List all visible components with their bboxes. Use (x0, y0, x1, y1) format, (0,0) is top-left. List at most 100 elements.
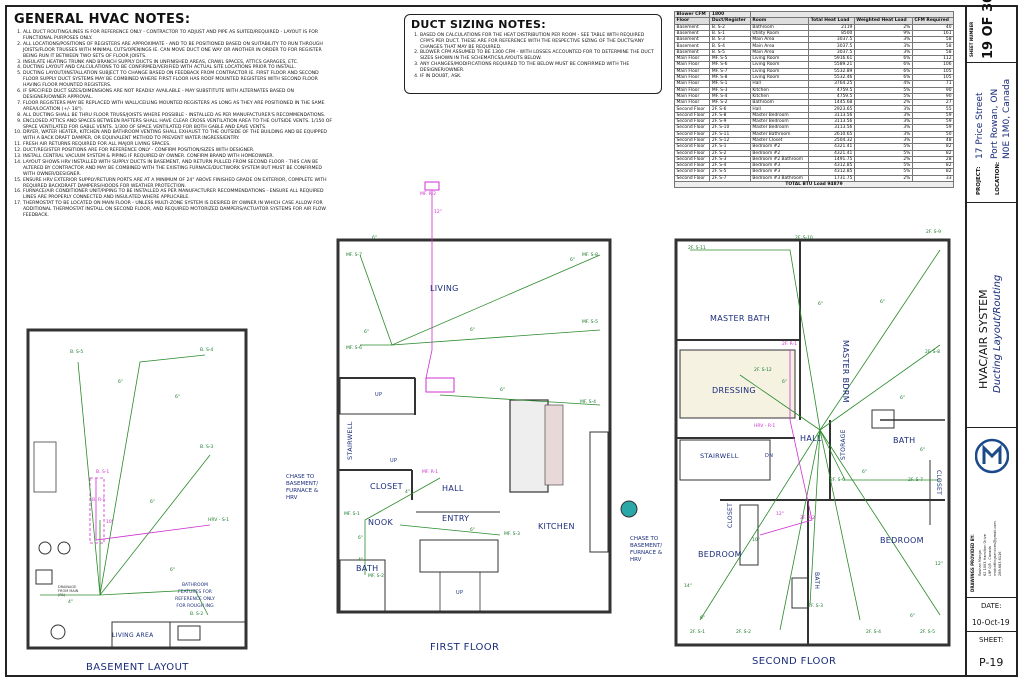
table-cell: Master Bedroom (749, 118, 810, 126)
note-item: ANY CHANGES/MODIFICATIONS REQUIRED TO TH… (420, 62, 655, 74)
size-label: 4" (358, 558, 363, 563)
register-label: 2F. R-1 (782, 342, 798, 347)
size-label: 6" (372, 236, 377, 241)
location-label: LOCATION: (995, 161, 1001, 195)
register-label: 2F. S-9 (926, 230, 941, 235)
size-label: 14" (684, 584, 692, 589)
basement-ducts (40, 354, 211, 616)
note-item: FRESH AIR RETURNS REQUIRED FOR ALL MAJOR… (23, 142, 334, 148)
size-label: 6" (118, 380, 123, 385)
general-notes-title: GENERAL HVAC NOTES: (14, 12, 191, 27)
location-value-2: N0E 1M0, Canada (1002, 78, 1012, 159)
table-cell: MF. S-8 (709, 73, 751, 82)
size-label: 12" (434, 210, 442, 215)
register-label: MF. S-4 (580, 400, 596, 405)
register-label: 2F. S-1 (690, 630, 705, 635)
table-cell: 2F. S-9 (709, 118, 751, 126)
size-label: 10" (106, 520, 114, 525)
system-title: HVAC/AIR SYSTEM (977, 289, 990, 389)
size-label: 12" (776, 512, 784, 517)
basement-room-living: LIVING AREA (112, 632, 154, 639)
note-item: FURNACE/AIR CONDITIONER UNIT/PIPING TO B… (23, 189, 334, 201)
duct-notes-list: BASED ON CALCULATIONS FOR THE HEAT DISTR… (411, 33, 655, 79)
note-item: ENCLOSED ATTICS AND SPACES BETWEEN RAFTE… (23, 119, 334, 131)
register-label: 2F. S-7 (908, 478, 923, 483)
register-label: 2F. S-8 (925, 350, 940, 355)
table-cell: MF. S-1 (709, 80, 751, 88)
basement-caption: BASEMENT LAYOUT (86, 662, 189, 673)
register-label: 2F. S-4 (866, 630, 881, 635)
table-cell: 105 (911, 67, 955, 75)
sf-room-hall: HALL (800, 434, 822, 443)
table-cell: Kitchen (749, 86, 810, 94)
note-item: BASED ON CALCULATIONS FOR THE HEAT DISTR… (420, 33, 655, 50)
note-item: ENSURE HRV EXTERIOR SUPPLY/RETURN PORTS … (23, 178, 334, 190)
register-label: B. S-4 (200, 348, 214, 353)
table-cell: 90 (911, 92, 955, 101)
title-block: SHEET NUMBER 19 OF 30 PROJECT: 17 Price … (965, 0, 1018, 677)
blower-cfm-value: 1800 (709, 10, 751, 19)
register-label: B. S-5 (70, 350, 84, 355)
ff-room-kitchen: KITCHEN (538, 522, 575, 531)
table-cell: Hall (749, 105, 810, 113)
table-cell: 27 (911, 99, 955, 107)
table-cell: Living Room (749, 67, 810, 75)
size-label: 6" (880, 300, 885, 305)
ff-room-nook: NOOK (368, 518, 394, 527)
sf-room-bedroom2: BEDROOM (880, 536, 924, 545)
note-item: DUCTING LAYOUT/INSTALLATION SUBJECT TO C… (23, 71, 334, 89)
size-label: 6" (470, 528, 475, 533)
note-item: THERMOSTAT TO BE LOCATED ON MAIN FLOOR -… (23, 201, 334, 219)
table-cell: 2F. S-6 (709, 105, 751, 113)
register-label: MF. S-7 (346, 253, 362, 258)
duct-sizing-notes-box: DUCT SIZING NOTES: BASED ON CALCULATIONS… (404, 14, 662, 94)
note-item: INSTALL CENTRAL VACUUM SYSTEM & PIPING I… (23, 154, 334, 160)
ff-room-bath: BATH (356, 564, 379, 573)
first-floor-plan (336, 238, 612, 614)
drawings-by-line: Roshan Manga (978, 550, 982, 576)
system-title-cell: HVAC/AIR SYSTEM Ducting Layout/Routing (967, 203, 1018, 428)
table-cell: Bathroom (749, 23, 810, 31)
table-cell: MF. S-4 (709, 92, 751, 101)
table-cell: 90 (911, 86, 955, 94)
size-label: 6" (920, 448, 925, 453)
register-label: MF. S-2 (368, 574, 384, 579)
table-cell: B. S-2 (709, 23, 751, 31)
sheet-number: 19 OF 30 (981, 0, 996, 59)
note-item: ALL LOCATIONS/POSITIONS OF REGISTERS ARE… (23, 42, 334, 60)
table-cell: MF. S-2 (709, 99, 751, 107)
drainage-note: DRAINAGE FROM MAIN (R1) (58, 585, 79, 597)
up-label: UP (456, 590, 464, 596)
size-label: 6" (700, 616, 705, 621)
size-label: 12" (935, 562, 943, 567)
second-floor-caption: SECOND FLOOR (752, 656, 837, 667)
project-cell: PROJECT: 17 Price Street LOCATION: Port … (967, 63, 1018, 203)
sheet-cell: SHEET: P-19 (967, 632, 1018, 677)
table-column-header: CFM Required (911, 17, 955, 25)
sf-room-dressing: DRESSING (712, 386, 756, 395)
note-item: LAYOUT SHOWS HRV INSTALLED WITH SUPPLY D… (23, 160, 334, 178)
register-label: MF. S-6 (346, 346, 362, 351)
sf-room-master-bdrm: MASTER BDRM (841, 340, 850, 403)
size-label: 6" (900, 396, 905, 401)
sf-room-closet2: CLOSET (727, 502, 734, 528)
register-label: MF. S-3 (504, 532, 520, 537)
drawings-by-line: L9P 0J5 - Canada (988, 546, 992, 576)
register-label: B. S-3 (200, 445, 214, 450)
register-label: 2F. S-10 (795, 236, 813, 241)
note-item: DUCTING LAYOUT AND CALCULATIONS TO BE CO… (23, 65, 334, 71)
size-label: 6" (500, 388, 505, 393)
note-item: IF IN DOUBT, ASK. (420, 74, 655, 80)
chase-marker-icon (620, 500, 638, 518)
size-label: 6" (358, 536, 363, 541)
